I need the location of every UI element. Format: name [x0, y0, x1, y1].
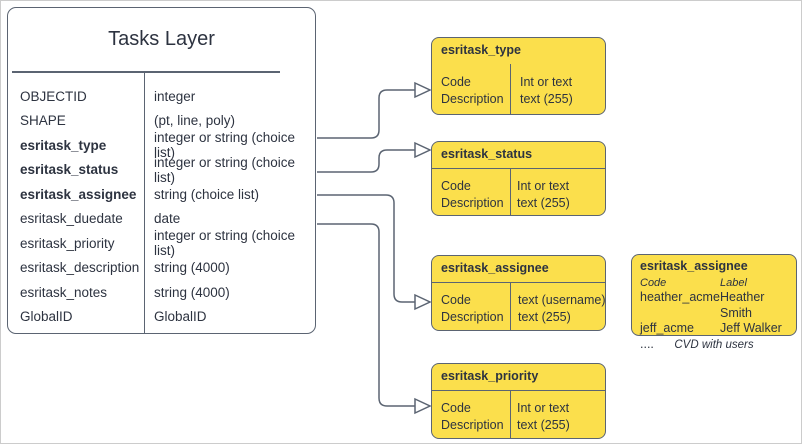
cvd-header-row: Code Label [640, 276, 791, 290]
domain-description-type: text (255) [518, 309, 571, 324]
domain-description-label: Description [441, 417, 504, 432]
cvd-code: heather_acme [640, 290, 720, 304]
domain-code-label: Code [441, 293, 471, 307]
arrowhead-type [414, 81, 432, 99]
field-name: esritask_assignee [20, 186, 137, 202]
field-name: esritask_priority [20, 235, 115, 251]
field-name: esritask_description [20, 260, 140, 276]
domain-box-status: esritask_status Code Description Int or … [431, 141, 606, 216]
field-type: string (choice list) [154, 186, 260, 202]
field-row: GlobalID GlobalID [8, 305, 315, 330]
field-name: esritask_type [20, 137, 107, 153]
field-row: esritask_type integer or string (choice l… [8, 130, 315, 161]
field-row: SHAPE (pt, line, poly) [8, 109, 315, 134]
field-type: integer or string (choice list) [154, 130, 296, 161]
cvd-code: .... [640, 336, 654, 351]
domain-header-divider [432, 390, 605, 392]
domain-code-label: Code [441, 401, 471, 415]
domain-code-type: Int or text [517, 401, 570, 415]
domain-title: esritask_status [441, 147, 533, 161]
title-divider [12, 71, 280, 73]
field-name: esritask_duedate [20, 211, 123, 227]
domain-description-type: text (255) [520, 91, 573, 106]
field-row: esritask_duedate date [8, 207, 315, 232]
domain-code-label: Code [441, 75, 471, 89]
field-name: OBJECTID [20, 88, 87, 104]
domain-code-type: Int or text [517, 179, 570, 193]
domain-column-divider [510, 64, 512, 114]
domain-type-values: Int or text text (255) [520, 74, 573, 107]
domain-description-label: Description [441, 91, 504, 106]
connector-type [317, 89, 415, 139]
field-type: date [154, 211, 181, 227]
domain-description-label: Description [441, 309, 504, 324]
arrowhead-status [414, 141, 432, 159]
domain-header-divider [432, 282, 605, 284]
field-name: GlobalID [20, 309, 73, 325]
domain-code-labels: Code Description [441, 178, 504, 211]
field-type: string (4000) [154, 260, 230, 276]
field-type: integer or string (choice list) [154, 154, 296, 185]
field-row: esritask_notes string (4000) [8, 280, 315, 305]
domain-description-type: text (255) [517, 417, 570, 432]
field-name: esritask_notes [20, 284, 108, 300]
field-type: string (4000) [154, 284, 230, 300]
domain-code-labels: Code Description [441, 74, 504, 107]
domain-code-type: text (username) [518, 293, 606, 307]
domain-code-labels: Code Description [441, 292, 504, 325]
domain-box-type: esritask_type Code Description Int or te… [431, 37, 606, 115]
domain-code-type: Int or text [520, 75, 573, 89]
field-type: (pt, line, poly) [154, 113, 236, 129]
cvd-row: .... [640, 337, 791, 353]
connector-status [317, 149, 415, 173]
domain-box-priority: esritask_priority Code Description Int o… [431, 363, 606, 439]
domain-type-values: Int or text text (255) [517, 178, 570, 211]
domain-column-divider [510, 390, 512, 438]
cvd-code: jeff_acme [640, 321, 694, 335]
field-row: esritask_description string (4000) [8, 256, 315, 281]
domain-column-divider [510, 168, 512, 215]
cvd-row: jeff_acme Jeff Walker [640, 321, 791, 337]
cvd-label: Jeff Walker [720, 321, 782, 335]
cvd-box-assignee: esritask_assignee Code Label heather_acm… [631, 254, 797, 351]
field-type: GlobalID [154, 309, 207, 325]
field-row: esritask_priority integer or string (choi… [8, 228, 315, 259]
cvd-caption: CVD with users [674, 339, 754, 351]
domain-title: esritask_assignee [441, 261, 549, 275]
domain-box-assignee: esritask_assignee Code Description text … [431, 255, 606, 331]
domain-description-label: Description [441, 195, 504, 210]
arrowhead-priority [414, 397, 432, 415]
connector-priority [317, 223, 415, 407]
connector-assignee [317, 194, 415, 303]
cvd-title: esritask_assignee [640, 259, 748, 273]
arrowhead-assignee [414, 293, 432, 311]
domain-code-label: Code [441, 179, 471, 193]
field-name: esritask_status [20, 162, 119, 178]
cvd-header-code: Code [640, 277, 667, 289]
column-divider [144, 71, 146, 333]
field-row: OBJECTID integer [8, 84, 315, 109]
field-type: integer or string (choice list) [154, 228, 296, 259]
cvd-label: Heather Smith [720, 290, 765, 320]
field-name: SHAPE [20, 113, 66, 129]
domain-title: esritask_type [441, 43, 521, 57]
domain-type-values: Int or text text (255) [517, 400, 570, 433]
cvd-header-label: Label [720, 277, 747, 289]
domain-type-values: text (username) text (255) [518, 292, 606, 325]
domain-header-divider [432, 168, 605, 170]
field-row: esritask_assignee string (choice list) [8, 182, 315, 207]
domain-title: esritask_priority [441, 369, 539, 383]
field-type: integer [154, 88, 196, 104]
domain-description-type: text (255) [517, 195, 570, 210]
domain-code-labels: Code Description [441, 400, 504, 433]
page-title: Tasks Layer [108, 28, 215, 50]
field-row: esritask_status integer or string (choice… [8, 154, 315, 185]
domain-column-divider [510, 282, 512, 330]
